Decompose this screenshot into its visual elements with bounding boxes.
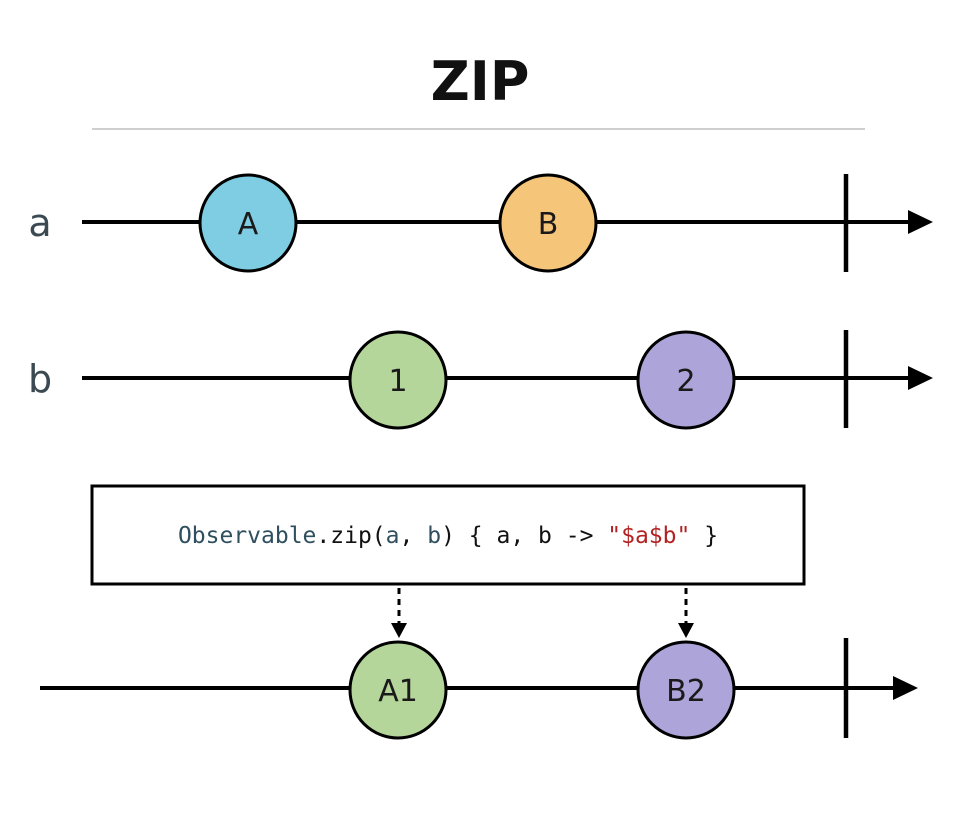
stream-b: b 1 2 xyxy=(28,330,933,430)
connector-1-arrowhead xyxy=(678,623,694,638)
marble-a-1-label: B xyxy=(538,207,559,242)
stream-a: a A B xyxy=(28,173,933,273)
marble-result-0: A1 xyxy=(348,640,448,740)
arrowhead-a xyxy=(908,210,933,234)
arrowhead-result xyxy=(893,676,918,700)
code-type: Observable xyxy=(178,523,316,549)
code-param-b: b xyxy=(427,523,441,549)
connector-1 xyxy=(678,588,694,638)
marble-b-0: 1 xyxy=(348,330,448,430)
arrowhead-b xyxy=(908,366,933,390)
operator-code: Observable.zip(a, b) { a, b -> "$a$b" } xyxy=(178,523,718,549)
code-param-a: a xyxy=(386,523,400,549)
operator-box-frame xyxy=(90,484,806,586)
stream-result: A1 B2 xyxy=(40,638,918,740)
marble-a-1-circle xyxy=(498,173,598,273)
code-end: } xyxy=(690,523,718,549)
marble-result-0-circle xyxy=(348,640,448,740)
code-body: ) { a, b -> xyxy=(441,523,607,549)
connector-0-arrowhead xyxy=(391,623,407,638)
marble-a-0-circle xyxy=(198,173,298,273)
marble-b-1-label: 2 xyxy=(676,364,695,399)
stream-label-b: b xyxy=(28,357,52,401)
marble-a-0: A xyxy=(198,173,298,273)
marble-result-1-circle xyxy=(636,640,736,740)
marble-result-1-label: B2 xyxy=(666,674,706,709)
marble-result-0-label: A1 xyxy=(378,674,418,709)
code-method: .zip( xyxy=(316,523,385,549)
stream-label-a: a xyxy=(28,201,51,245)
diagram-title: ZIP xyxy=(431,50,530,113)
marble-result-1: B2 xyxy=(636,640,736,740)
operator-box: Observable.zip(a, b) { a, b -> "$a$b" } xyxy=(90,484,806,586)
marble-b-0-circle xyxy=(348,330,448,430)
code-sep: , xyxy=(400,523,428,549)
marble-b-1: 2 xyxy=(636,330,736,430)
code-string: "$a$b" xyxy=(607,523,690,549)
marble-a-0-label: A xyxy=(238,207,259,242)
connector-0 xyxy=(391,588,407,638)
marble-b-1-circle xyxy=(636,330,736,430)
marble-a-1: B xyxy=(498,173,598,273)
marble-b-0-label: 1 xyxy=(388,364,407,399)
